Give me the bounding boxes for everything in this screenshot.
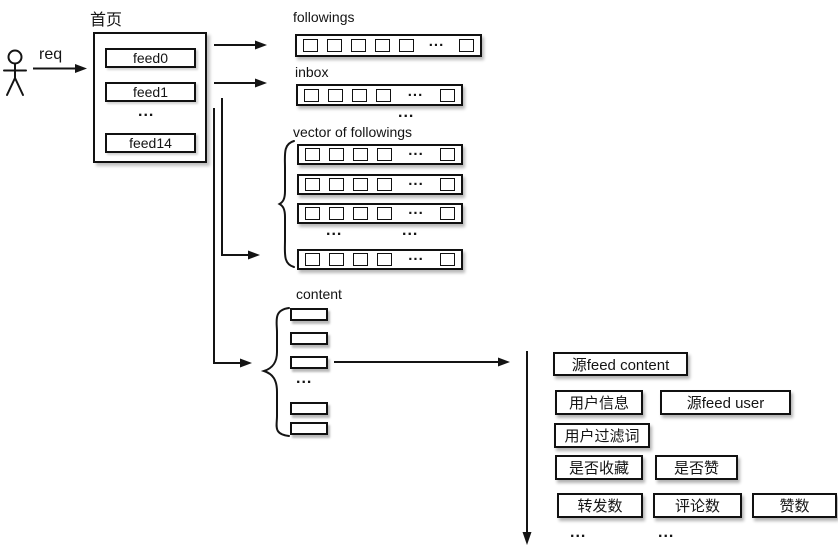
content-item [290, 422, 328, 435]
fields-flow-down-arrow [522, 351, 532, 545]
content-item [290, 308, 328, 321]
array-ellipsis: ... [428, 32, 445, 50]
field-repost-count: 转发数 [557, 493, 643, 518]
array-cell [375, 39, 390, 52]
array-cell [305, 253, 320, 266]
array-cell [459, 39, 474, 52]
array-ellipsis: ... [408, 141, 424, 159]
field-like-count: 赞数 [752, 493, 837, 518]
array-cell [328, 88, 343, 102]
array-cell [305, 178, 320, 191]
field-comment-count: 评论数 [653, 493, 742, 518]
array-cell [377, 148, 392, 161]
content-item [290, 356, 328, 369]
arrow-content-to-fields [334, 357, 510, 367]
array-cell [304, 88, 319, 102]
array-cell [440, 148, 455, 161]
array-cell [353, 148, 368, 161]
lists-ellipsis: ... [398, 104, 415, 121]
array-cell [305, 148, 320, 161]
array-cell [352, 88, 367, 102]
content-ellipsis: ... [296, 370, 313, 387]
field-is-favorited: 是否收藏 [555, 455, 643, 480]
connector-to-vector [221, 98, 260, 260]
array-cell [329, 178, 344, 191]
vector-array-row: ... [297, 171, 463, 195]
array-cell [440, 178, 455, 191]
feed-item-1: feed1 [105, 82, 196, 102]
array-cell [327, 39, 342, 52]
followings-label: followings [293, 9, 355, 25]
array-ellipsis: ... [408, 200, 424, 218]
content-item [290, 332, 328, 345]
array-cell [399, 39, 414, 52]
array-cell [376, 88, 391, 102]
arrow-to-inbox [214, 78, 267, 88]
field-source-feed-content: 源feed content [553, 352, 688, 376]
array-cell [353, 253, 368, 266]
feed-item-14: feed14 [105, 133, 196, 153]
array-cell [440, 207, 455, 220]
array-cell [329, 253, 344, 266]
array-cell [353, 178, 368, 191]
vector-ellipsis: ... [326, 222, 343, 239]
field-user-filter-words: 用户过滤词 [554, 423, 650, 448]
array-ellipsis: ... [407, 82, 424, 100]
array-cell [440, 253, 455, 266]
array-cell [305, 207, 320, 220]
vector-array-row: ... [297, 200, 463, 224]
array-ellipsis: ... [408, 246, 424, 264]
user-actor-icon [3, 49, 27, 96]
array-ellipsis: ... [408, 171, 424, 189]
field-user-info: 用户信息 [555, 390, 643, 415]
fields-ellipsis: ... [570, 524, 587, 541]
field-is-liked: 是否赞 [655, 455, 738, 480]
homepage-title: 首页 [90, 12, 123, 29]
inbox-array: ... [296, 82, 463, 106]
followings-array: ... [295, 32, 482, 57]
array-cell [377, 207, 392, 220]
field-source-feed-user: 源feed user [660, 390, 791, 415]
array-cell [440, 88, 455, 102]
array-cell [377, 253, 392, 266]
req-label: req [39, 46, 63, 63]
array-cell [329, 207, 344, 220]
feed-item-0: feed0 [105, 48, 196, 68]
vector-brace [277, 140, 295, 268]
connector-to-content [213, 108, 252, 368]
arrow-to-followings [214, 40, 267, 50]
vector-of-followings-label: vector of followings [293, 124, 413, 140]
vector-array-row: ... [297, 246, 463, 270]
content-item [290, 402, 328, 415]
array-cell [303, 39, 318, 52]
array-cell [329, 148, 344, 161]
content-label: content [296, 286, 342, 302]
array-cell [377, 178, 392, 191]
req-arrow [33, 64, 87, 73]
vector-ellipsis: ... [402, 222, 419, 239]
inbox-label: inbox [295, 64, 329, 80]
vector-array-row: ... [297, 141, 463, 165]
fields-ellipsis: ... [658, 524, 675, 541]
homepage-ellipsis: ... [138, 103, 155, 120]
array-cell [351, 39, 366, 52]
array-cell [353, 207, 368, 220]
content-brace [260, 307, 290, 437]
